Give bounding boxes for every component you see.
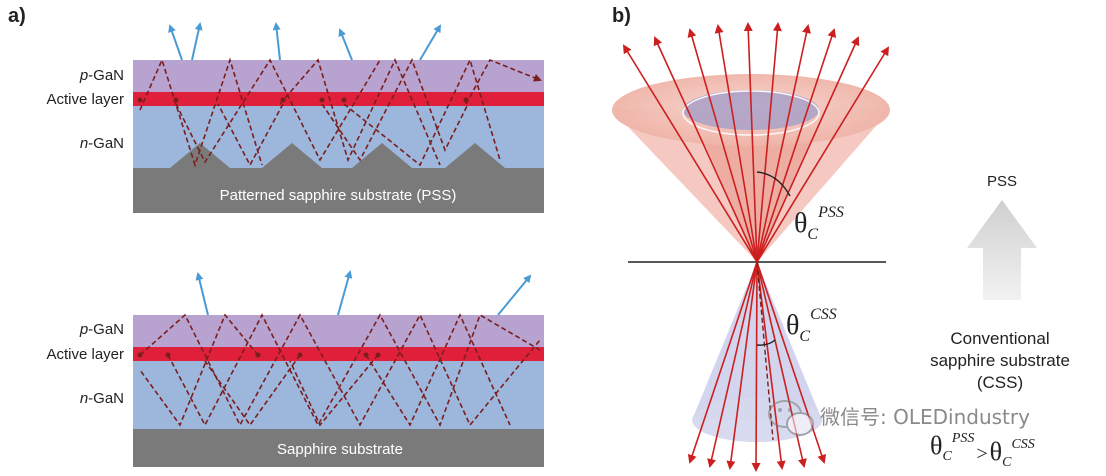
- p-gan-label-top: p-GaN: [79, 67, 124, 84]
- css-emission-points: [137, 352, 381, 358]
- patterned-sapphire-bumps: [133, 143, 544, 176]
- panel-b-label: b): [612, 5, 631, 27]
- pss-substrate: [133, 175, 544, 213]
- p-gan-label-bottom: p-GaN: [79, 321, 124, 338]
- css-escape-rays: [195, 270, 532, 316]
- pss-internal-rays: [139, 57, 542, 168]
- pss-emission-points: [137, 97, 469, 103]
- wechat-watermark: 微信号: OLEDindustry: [768, 400, 1030, 436]
- css-caption-line-1: Conventional: [950, 329, 1049, 348]
- n-gan-label-bottom: n-GaN: [80, 390, 124, 407]
- css-internal-rays: [139, 313, 541, 427]
- pss-substrate-label: Patterned sapphire substrate (PSS): [220, 187, 457, 204]
- pss-structure: Patterned sapphire substrate (PSS): [133, 22, 544, 213]
- active-layer-label-bottom: Active layer: [46, 346, 124, 363]
- theta-css-arc: [756, 339, 776, 346]
- active-layer: [133, 92, 544, 106]
- css-substrate-label: Sapphire substrate: [277, 441, 403, 458]
- n-gan-label-top: n-GaN: [80, 135, 124, 152]
- pss-escape-cone-rays: [622, 22, 890, 263]
- css-substrate: [133, 429, 544, 467]
- active-layer-label-top: Active layer: [46, 91, 124, 108]
- panel-a-label: a): [8, 5, 26, 27]
- pss-arrow-label: PSS: [987, 173, 1017, 190]
- theta-comparison: θCPSS>θCCSS: [930, 431, 1035, 470]
- theta-pss-arc: [756, 171, 791, 197]
- css-structure: Sapphire substrate: [133, 270, 544, 467]
- n-gan-layer: [133, 361, 544, 429]
- theta-css-label: θCCSS: [786, 306, 837, 345]
- pss-escape-rays: [168, 22, 442, 61]
- wechat-icon: [768, 400, 814, 436]
- p-gan-layer: [133, 60, 544, 92]
- css-caption-line-2: sapphire substrate: [930, 351, 1070, 370]
- css-caption-line-3: (CSS): [977, 373, 1023, 392]
- improvement-arrow: [967, 200, 1037, 300]
- p-gan-layer: [133, 315, 544, 347]
- active-layer: [133, 347, 544, 361]
- theta-pss-label: θCPSS: [794, 204, 844, 243]
- watermark-text: 微信号: OLEDindustry: [820, 405, 1030, 429]
